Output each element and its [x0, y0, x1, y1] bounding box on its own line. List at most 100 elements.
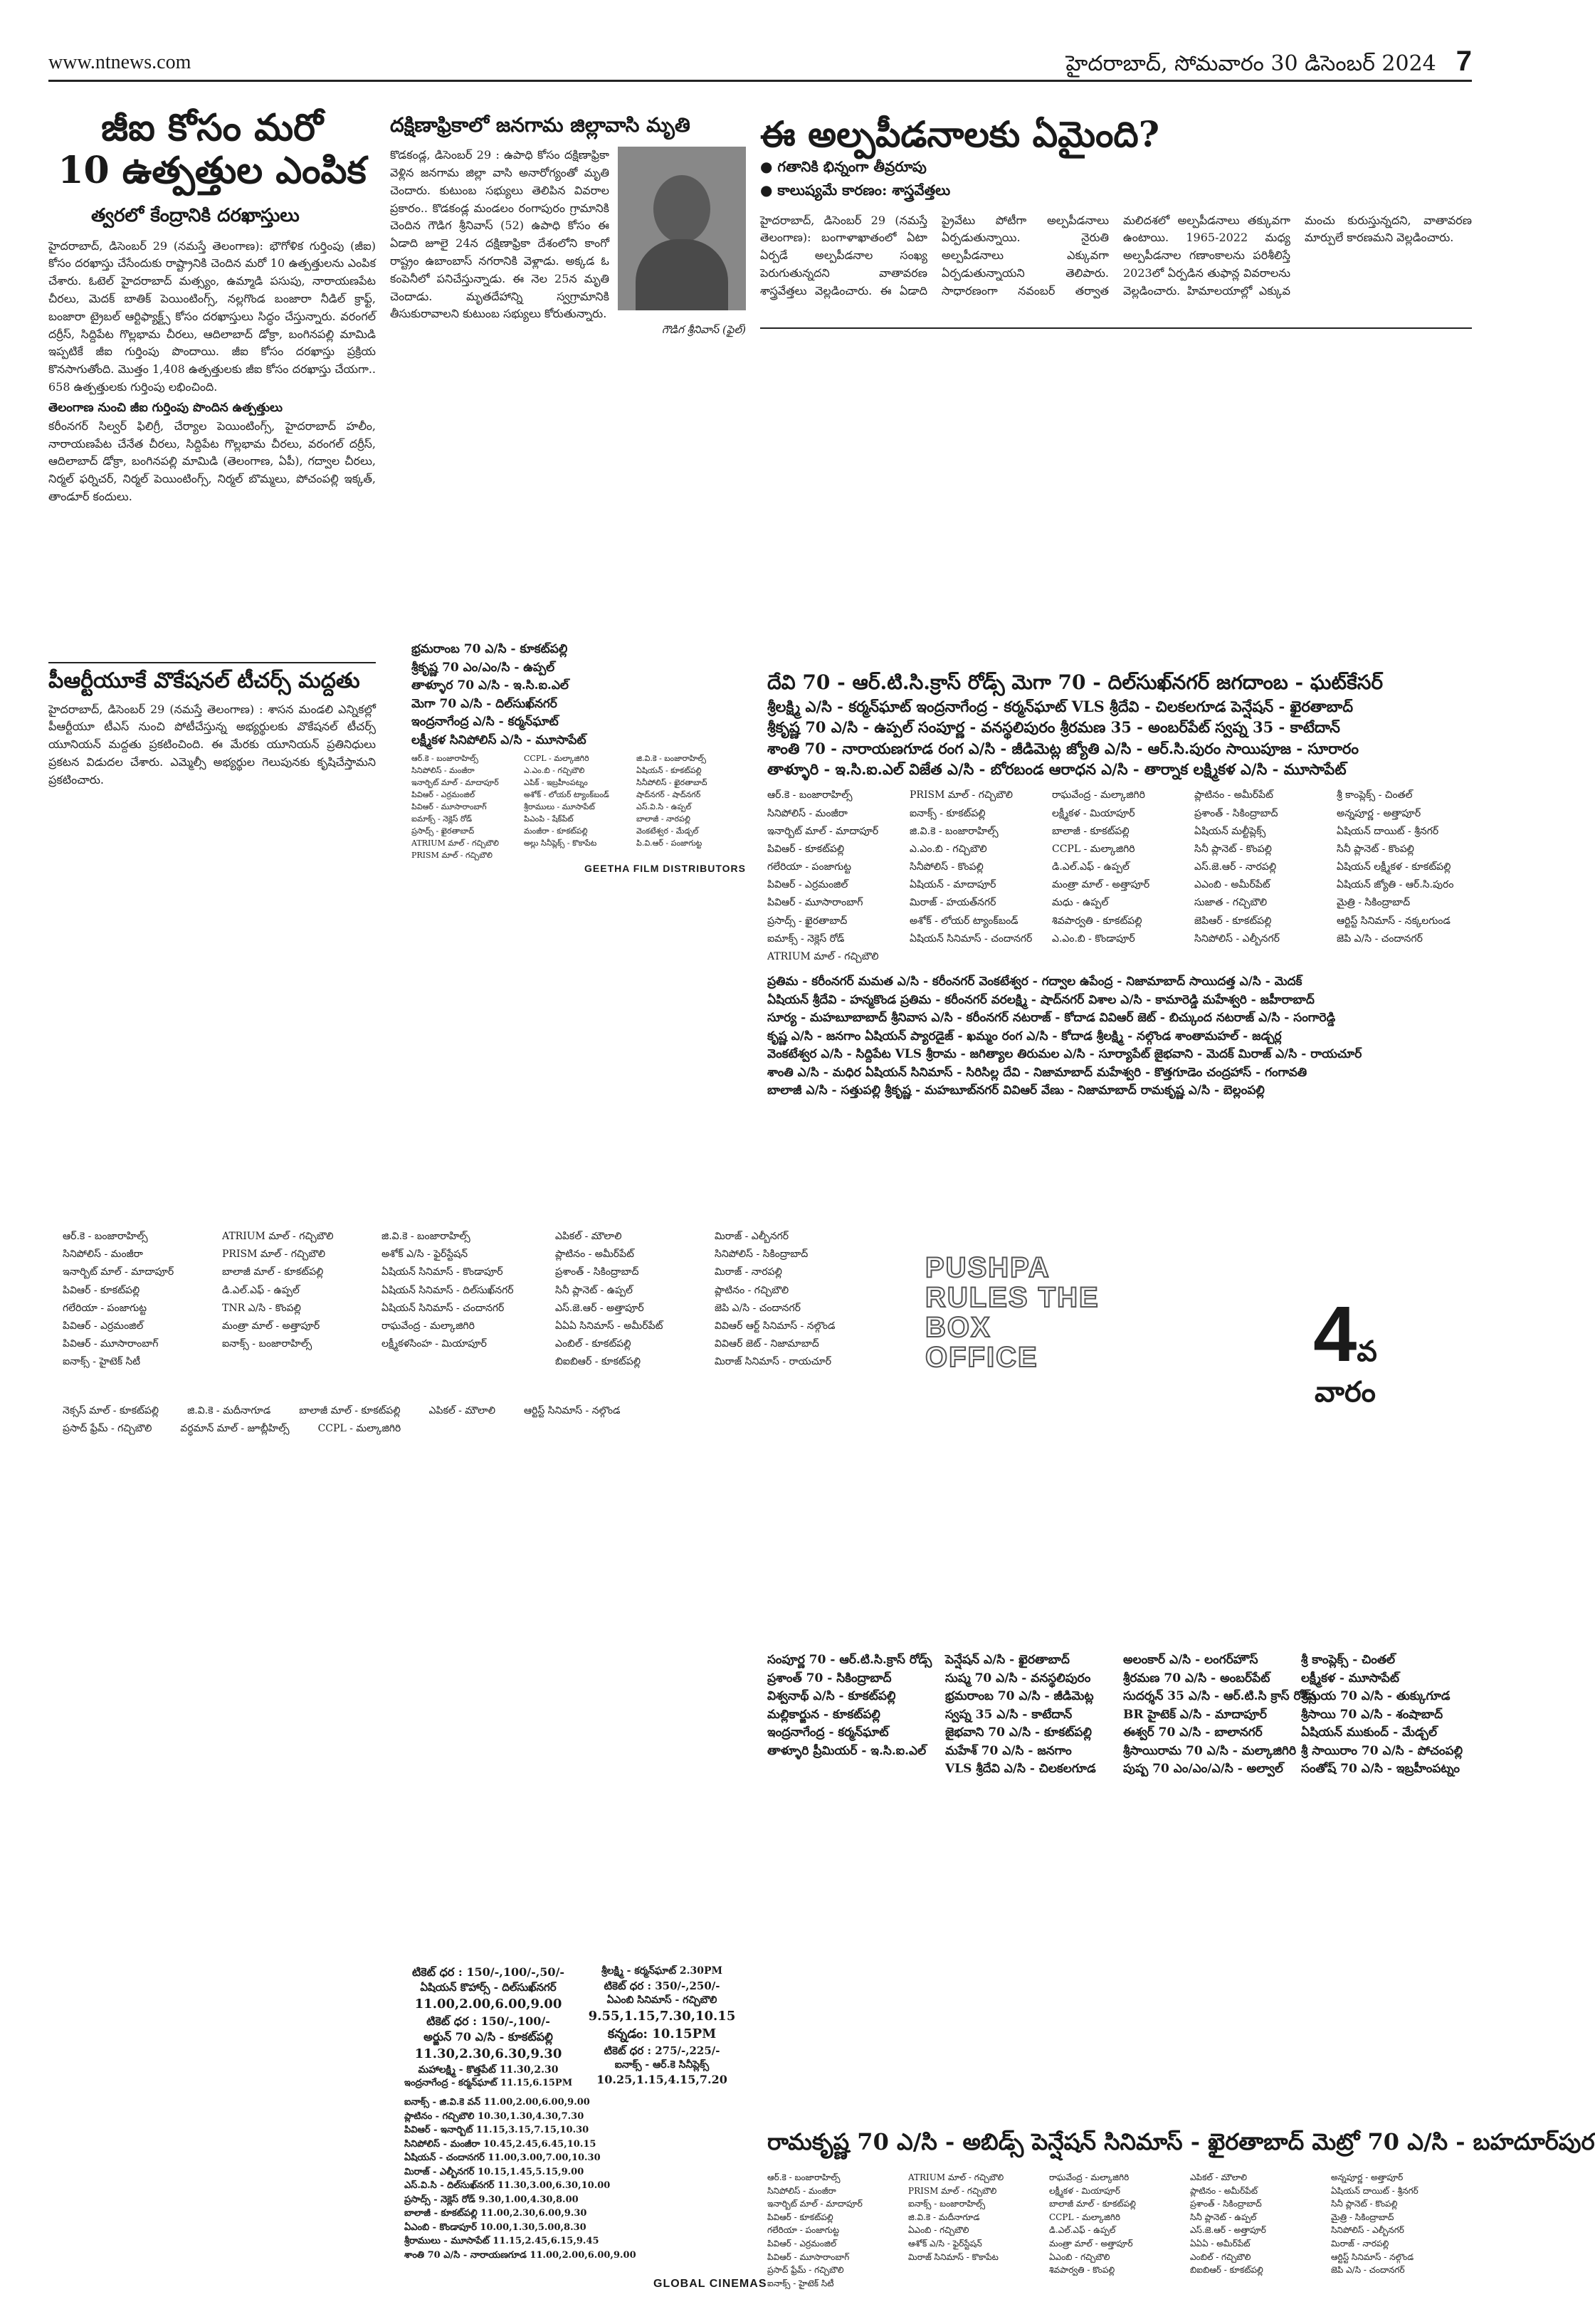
- ad-theatre: ఐమాక్స్ - నెక్లెస్ రోడ్: [767, 932, 845, 945]
- ad-theatre: ATRIUM మాల్ - గచ్చిబౌలి: [767, 951, 879, 963]
- mid-theatre: ఎపికల్ - మౌలాలి: [555, 1231, 622, 1242]
- bottom-theatre: ఆర్.కె - బంజారాహిల్స్: [767, 2172, 841, 2182]
- mid-theatre: పివిఆర్ - కూకట్‌పల్లి: [63, 1284, 140, 1296]
- mid-theatre: సినిపోలిస్ - మంజీరా: [63, 1248, 143, 1261]
- ad-theatre: షాద్‌నగర్ - షాద్‌నగర్: [636, 790, 701, 800]
- week-suffix: వ: [1357, 1335, 1377, 1368]
- rule-story3: [48, 662, 376, 663]
- story1-body: హైదరాబాద్, డిసెంబర్ 29 (నమస్తే తెలంగాణ):…: [48, 238, 376, 394]
- bottom-theatre: ప్లాటినం - అమీర్‌పేట్: [1190, 2185, 1258, 2196]
- bottom-banner: రామకృష్ణ 70 ఎ/సి - అబిడ్స్ పెన్షేషన్ సిన…: [767, 2128, 1595, 2164]
- bottom-listing: ఆర్.కె - బంజారాహిల్స్ సినిపోలిస్ - మంజీర…: [767, 2171, 1472, 2306]
- showtime-line: ఏషియన్ కొహార్స్ - దిల్‌సుఖ్‌నగర్: [420, 1981, 557, 1994]
- ad-theatre: జి.వి.కె - బంజారాహిల్స్: [910, 825, 999, 837]
- bottom-theatre: అన్నపూర్ణ - అత్తాపూర్: [1331, 2172, 1404, 2182]
- tiny-showtime: ప్రసాద్స్ - నెక్లెస్ రోడ్ 9.30,1.00,4.30…: [404, 2194, 579, 2205]
- ad-theatre: మైత్రి - సికింద్రాబాద్: [1337, 897, 1411, 909]
- bottom-banner-text: రామకృష్ణ 70 ఎ/సి - అబిడ్స్ పెన్షేషన్ సిన…: [767, 2128, 1595, 2155]
- promo-text: PUSHPA RULES THE BOX OFFICE: [925, 1252, 1100, 1373]
- bottom-theatre: ఐనాక్స్ - బంజారాహిల్స్: [908, 2199, 986, 2209]
- lower-theatre: శ్రీరమణ 70 ఎ/సి - అంబర్‌పేట్: [1123, 1671, 1270, 1686]
- ad-theatre: ఎస్.వి.సి - ఉప్పల్: [636, 802, 692, 812]
- mid-theatre: అశోక్ ఎ/సి - ఫైర్‌స్టేషన్: [381, 1248, 468, 1261]
- ad-theatre: ఎ.ఎం.బి - కొండాపూర్: [1052, 932, 1135, 945]
- ad-theatre: సినీపోలిస్ - కొంపల్లి: [910, 861, 984, 873]
- story1-list-heading: తెలంగాణ నుంచి జీఐ గుర్తింపు పొందిన ఉత్పత…: [48, 400, 283, 415]
- ad-theatre: PRISM మాల్ - గచ్చిబౌలి: [910, 789, 1014, 801]
- story1-headline: జీఐ కోసం మరో 10 ఉత్పత్తుల ఎంపిక: [48, 107, 376, 192]
- showtime-line: 11.30,2.30,6.30,9.30: [414, 2046, 562, 2062]
- story4-headline: ఈ అల్పపీడనాలకు ఏమైంది?: [760, 113, 1160, 155]
- bottom-theatre: ఏఏఏ - అమీర్‌పేట్: [1190, 2238, 1251, 2249]
- ad-theatre: అశోక్ - లోయర్ ట్యాంక్‌బండ్: [910, 915, 1018, 927]
- tiny-showtime: సినిపోలిస్ - మంజీరా 10.45,2.45,6.45,10.1…: [404, 2138, 596, 2150]
- mid-theatre: జి.వి.కె - బంజారాహిల్స్: [381, 1231, 470, 1242]
- story2-photo-credit: గౌడిగ శ్రీనివాస్ (ఫైల్): [661, 323, 746, 337]
- story4-body: హైదరాబాద్, డిసెంబర్ 29 (నమస్తే తెలంగాణ):…: [760, 213, 1472, 298]
- showtime-line: ఇంద్రనాగేంద్ర - కర్మన్‌ఘాట్ 11.15,6.15PM: [404, 2078, 573, 2089]
- lower-theatre: సంతోష్ 70 ఎ/సి - ఇబ్రహీంపట్నం: [1301, 1762, 1460, 1776]
- bottom-theatre: జెపి ఎ/సి - చందానగర్: [1331, 2265, 1405, 2276]
- mid-theatre: TNR ఎ/సి - కొంపల్లి: [222, 1302, 301, 1314]
- tiny-showtime: పివిఆర్ - ఇనార్బిట్ 11.15,3.15,7.15,10.3…: [404, 2125, 589, 2136]
- mid-bottom-theatre: బాలాజీ మాల్ - కూకట్‌పల్లి: [299, 1405, 401, 1416]
- promo-tagline: PUSHPA RULES THE BOX OFFICE: [925, 1252, 1110, 1381]
- ad-theatre: సినిపోలిస్ - మంజీరా: [767, 807, 848, 819]
- ad-theatre: ఎపిక్ - ఇబ్రహీంపట్నం: [524, 778, 588, 788]
- bottom-theatre: సినీ ప్లానెట్ - ఉప్పల్: [1190, 2212, 1257, 2222]
- ad-row4: శాంతి 70 - నారాయణగూడ రంగ ఎ/సి - జీడిమెట్…: [767, 739, 1359, 757]
- header-rule: [48, 80, 1472, 82]
- ad-theatre: ఇనార్బిట్ మాల్ - మాదాపూర్: [767, 825, 879, 837]
- showtime-line: 11.00,2.00,6.00,9.00: [414, 1997, 562, 2012]
- bottom-theatre: సినిపోలిస్ - ఎల్బీనగర్: [1331, 2225, 1404, 2236]
- ad-line-2: తాళ్ళూర 70 ఎ/సి - ఇ.సి.ఐ.ఎల్: [411, 678, 569, 693]
- mid-theatre: ప్లాటినం - అమీర్‌పేట్: [555, 1248, 634, 1261]
- ad-theatre: ఆర్.కె - బంజారాహిల్స్: [767, 789, 853, 801]
- tiny-showtime: శ్రీరాములు - మూసాపేట్ 11.15,2.45,6.15,9.…: [404, 2236, 599, 2247]
- bottom-theatre: PRISM మాల్ - గచ్చిబౌలి: [908, 2185, 997, 2196]
- lower-theatre: శ్రీ కాంప్లెక్స్ - చింతల్: [1301, 1653, 1396, 1667]
- ad-theatre: ఏషియన్ - మాదాపూర్: [910, 879, 996, 891]
- ad-theatre: CCPL - మల్కాజిగిరి: [1052, 843, 1135, 855]
- showtime-line: కన్నడం: 10.15PM: [607, 2026, 717, 2042]
- bottom-theatre: ఐనాక్స్ - హైటెక్ సిటీ: [767, 2278, 834, 2288]
- ad-theatre: ATRIUM మాల్ - గచ్చిబౌలి: [411, 838, 499, 848]
- ad-theatre: PRISM మాల్ - గచ్చిబౌలి: [411, 851, 493, 861]
- ad-row1: దేవి 70 - ఆర్.టి.సి.క్రాస్ రోడ్స్ మెగా 7…: [767, 671, 1384, 694]
- lower-theatre: ఏషియన్ ముకుంద్ - మేడ్చల్: [1301, 1725, 1438, 1740]
- bottom-theatre: రాఘవేంద్ర - మల్కాజిగిరి: [1049, 2172, 1130, 2182]
- ad-theatre: CCPL - మల్కాజిగిరి: [524, 754, 589, 763]
- bottom-theatre: ఆశోక్ ఎ/సి - ఫైర్‌స్టేషన్: [908, 2238, 982, 2249]
- bottom-theatre: డి.ఎల్.ఎఫ్ - ఉప్పల్: [1049, 2225, 1116, 2236]
- mid-theatre: ఏషియన్ సినిమాస్ - దిల్‌సుఖ్‌నగర్: [381, 1284, 514, 1296]
- lower-theatre: పుష్ప 70 ఎం/ఎం/ఎ/సి - అల్వాల్: [1123, 1762, 1283, 1776]
- ad-theatre: జి.వి.కె - బంజారాహిల్స్: [636, 754, 707, 763]
- tiny-showtime: మిరాజ్ - ఎల్బీనగర్ 10.15,1.45,5.15,9.00: [404, 2166, 584, 2177]
- ad-line-0: భ్రమరాంబ 70 ఎ/సి - కూకట్‌పల్లి: [411, 642, 568, 656]
- story-gi-products: జీఐ కోసం మరో 10 ఉత్పత్తుల ఎంపిక త్వరలో క…: [48, 107, 376, 655]
- story3-body: హైదరాబాద్, డిసెంబర్ 29 (నమస్తే తెలంగాణ) …: [48, 702, 376, 787]
- lower-theatre: స్వప్న 35 ఎ/సి - కాటేదాన్: [945, 1707, 1073, 1722]
- tiny-showtime: బాలాజీ - కూకట్‌పల్లి 11.00,2.30,6.00,9.3…: [404, 2208, 587, 2219]
- website-url[interactable]: www.ntnews.com: [48, 51, 191, 73]
- story-low-pressure: ఈ అల్పపీడనాలకు ఏమైంది? ● గతానికి భిన్నంగ…: [760, 114, 1472, 313]
- district-row: ఏషియన్ శ్రీదేవి - హన్మకొండ ప్రతిమ - కరీం…: [767, 992, 1315, 1007]
- ad-theatre: శ్రీరాములు - మూసాపేట్: [524, 802, 595, 812]
- story1-subhead: త్వరలో కేంద్రానికి దరఖాస్తులు: [91, 204, 300, 226]
- ad-theatre: ఆర్టిస్ట్ సినిమాస్ - నక్కలగుండ: [1337, 915, 1451, 927]
- showtime-line: అర్జున్ 70 ఎ/సి - కూకట్‌పల్లి: [423, 2029, 553, 2044]
- bottom-theatre: మంత్రా మాల్ - అత్తాపూర్: [1049, 2238, 1133, 2249]
- mid-bottom-theatre: వర్ధమాన్ మాల్ - జూబ్లీహిల్స్: [180, 1423, 290, 1435]
- bottom-theatre: బాలాజీ మాల్ - కూకట్‌పల్లి: [1049, 2199, 1136, 2209]
- ad-theatre: సుజాత - గచ్చిబౌలి: [1194, 897, 1268, 909]
- ad-line-1: శ్రీకృష్ణ 70 ఎం/ఎం/సి - ఉప్పల్: [411, 660, 555, 675]
- ad-theatre: ఎస్.జె.ఆర్ - నారపల్లి: [1194, 861, 1277, 873]
- district-row: కృష్ణ ఎ/సి - జనగాం ఏషియన్ ప్యారడైజ్ - ఖమ…: [767, 1029, 1282, 1043]
- mid-theatre: పివిఆర్ - మూసారాంబాగ్: [63, 1338, 159, 1350]
- ad-theatre: సినీ ప్లానెట్ - కొంపల్లి: [1194, 843, 1272, 855]
- lower-theatre: శ్రీసాయిరామ 70 ఎ/సి - మల్కాజిగిరి: [1123, 1743, 1297, 1758]
- bottom-theatre: ఆర్టిస్ట్ సినిమాస్ - నల్గొండ: [1331, 2251, 1414, 2262]
- lower-theatre: శ్రీ సాయిరాం 70 ఎ/సి - పోచంపల్లి: [1301, 1743, 1463, 1758]
- ad-theatre: ఏషియన్ దాయిట్ - శ్రీనగర్: [1337, 825, 1439, 837]
- mid-theatre: మిరాజ్ - ఎల్బీనగర్: [715, 1231, 789, 1242]
